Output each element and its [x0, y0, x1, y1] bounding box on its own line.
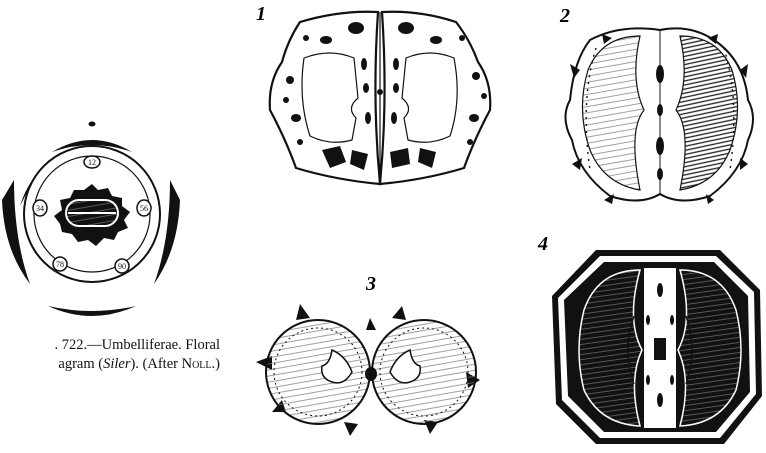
- bract-dot: [89, 122, 96, 127]
- fig-number-2: 2: [559, 5, 570, 27]
- oil-duct: [291, 114, 301, 122]
- fig3-mericarp-left: [266, 320, 370, 424]
- caption-text-c: .): [212, 356, 220, 372]
- oil-duct: [430, 36, 442, 44]
- oil-duct: [467, 139, 473, 145]
- fig3-commissure-duct: [365, 367, 377, 381]
- oil-duct: [393, 58, 399, 70]
- anther-label-br: 90: [118, 262, 126, 271]
- caption-text-b: ). (After: [130, 356, 181, 372]
- caption-genus: Siler: [103, 356, 130, 372]
- oil-duct: [398, 22, 414, 34]
- fruit-section-4: 4: [537, 233, 762, 444]
- oil-duct: [363, 83, 369, 93]
- oil-duct: [348, 22, 364, 34]
- floral-diagram: 12 34 56 78 90: [2, 122, 180, 317]
- anther-label-bl: 78: [56, 260, 64, 269]
- fig-number-3: 3: [365, 273, 376, 295]
- anther-label-left: 34: [36, 204, 44, 213]
- anther-label-top: 12: [88, 158, 96, 167]
- oil-duct: [365, 112, 371, 124]
- oil-duct: [361, 58, 367, 70]
- caption-line-1: . 722.—Umbelliferae. Floral: [0, 336, 220, 355]
- figure-caption: . 722.—Umbelliferae. Floral agram (Siler…: [0, 336, 220, 374]
- oil-duct: [459, 35, 465, 41]
- fruit-section-1: 1: [256, 3, 490, 184]
- caption-line-2: agram (Siler). (After Noll.): [0, 355, 220, 374]
- oil-duct: [393, 83, 399, 93]
- oil-duct: [469, 114, 479, 122]
- fig1-locule-left: [302, 53, 358, 142]
- oil-duct: [303, 35, 309, 41]
- oil-duct: [472, 72, 480, 80]
- oil-duct: [391, 112, 397, 124]
- oil-duct: [297, 139, 303, 145]
- outer-arc-bottom: [48, 306, 136, 316]
- oil-duct: [283, 97, 289, 103]
- oil-duct: [481, 93, 487, 99]
- fruit-section-2: 2: [559, 5, 753, 204]
- fruit-section-3: 3: [256, 273, 480, 436]
- caption-text-a: agram (: [58, 356, 103, 372]
- anther-label-right: 56: [140, 204, 148, 213]
- oil-duct: [320, 36, 332, 44]
- fig1-locule-right: [402, 53, 457, 142]
- fig3-mericarp-right: [372, 320, 476, 424]
- oil-duct: [286, 76, 294, 84]
- fig-number-1: 1: [256, 3, 266, 25]
- fig-number-4: 4: [537, 233, 548, 255]
- caption-author: Noll: [182, 356, 212, 372]
